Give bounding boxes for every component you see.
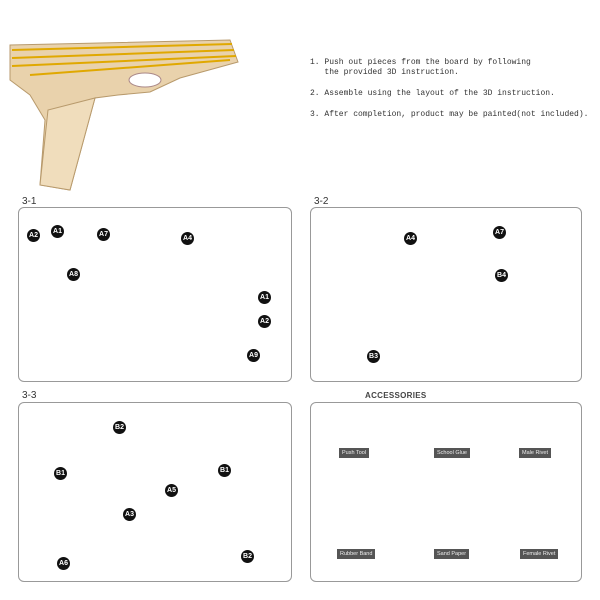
part-marker: A2	[258, 315, 271, 328]
step-2: 2. Assemble using the layout of the 3D i…	[310, 89, 555, 98]
part-marker: A5	[165, 484, 178, 497]
part-marker: A3	[123, 508, 136, 521]
part-marker: A8	[67, 268, 80, 281]
accessory-label: Push Tool	[339, 448, 370, 458]
board-3-1	[18, 207, 292, 382]
part-marker: A7	[493, 226, 506, 239]
accessory-label: Rubber Band	[337, 549, 376, 559]
accessory-label: School Glue	[434, 448, 470, 458]
part-marker: B3	[367, 350, 380, 363]
part-marker: A4	[404, 232, 417, 245]
part-marker: B4	[495, 269, 508, 282]
part-marker: B2	[113, 421, 126, 434]
part-marker: A1	[51, 225, 64, 238]
part-marker: B2	[241, 550, 254, 563]
step-1: 1. Push out pieces from the board by fol…	[310, 58, 531, 77]
board-3-2	[310, 207, 582, 382]
accessory-label: Sand Paper	[434, 549, 470, 559]
part-marker: A4	[181, 232, 194, 245]
board-title: 3-1	[22, 196, 37, 207]
part-marker: A9	[247, 349, 260, 362]
part-marker: A7	[97, 228, 110, 241]
part-marker: A2	[27, 229, 40, 242]
accessory-label: Male Rivet	[519, 448, 551, 458]
part-marker: B1	[218, 464, 231, 477]
board-title: 3-3	[22, 390, 37, 401]
gun-model-image	[9, 39, 239, 191]
accessories-title: ACCESSORIES	[365, 391, 427, 400]
part-marker: B1	[54, 467, 67, 480]
part-marker: A6	[57, 557, 70, 570]
board-title: 3-2	[314, 196, 329, 207]
part-marker: A1	[258, 291, 271, 304]
instruction-steps: 1. Push out pieces from the board by fol…	[310, 58, 592, 131]
step-3: 3. After completion, product may be pain…	[310, 110, 589, 119]
accessory-label: Female Rivet	[520, 549, 559, 559]
